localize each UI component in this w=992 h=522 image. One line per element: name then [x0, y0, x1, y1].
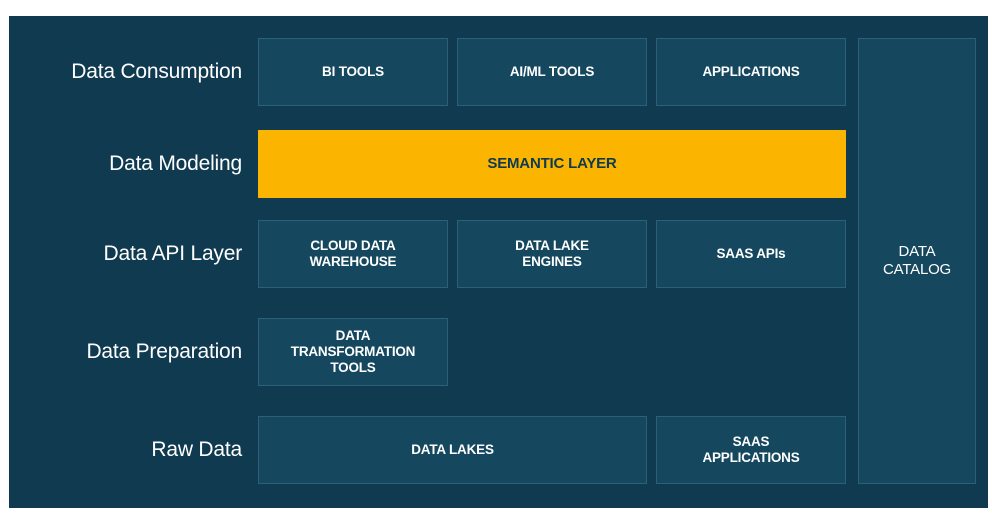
saas-apis-box: SAAS APIs — [656, 220, 846, 288]
bi-tools-box: BI TOOLS — [258, 38, 448, 106]
layer-label-data-api-layer: Data API Layer — [103, 242, 243, 265]
aiml-tools-box: AI/ML TOOLS — [457, 38, 647, 106]
applications-box: APPLICATIONS — [656, 38, 846, 106]
data-lakes-box: DATA LAKES — [258, 416, 647, 484]
data-lake-engines-box: DATA LAKE ENGINES — [457, 220, 647, 288]
layer-label-data-preparation: Data Preparation — [86, 340, 242, 363]
saas-applications-box: SAAS APPLICATIONS — [656, 416, 846, 484]
layer-label-data-modeling: Data Modeling — [109, 152, 242, 175]
layer-label-raw-data: Raw Data — [151, 438, 242, 461]
layer-label-data-consumption: Data Consumption — [71, 60, 242, 83]
data-catalog-box: DATA CATALOG — [858, 38, 976, 484]
data-transformation-tools-box: DATA TRANSFORMATION TOOLS — [258, 318, 448, 386]
cloud-data-warehouse-box: CLOUD DATA WAREHOUSE — [258, 220, 448, 288]
semantic-layer-box: SEMANTIC LAYER — [258, 130, 846, 198]
